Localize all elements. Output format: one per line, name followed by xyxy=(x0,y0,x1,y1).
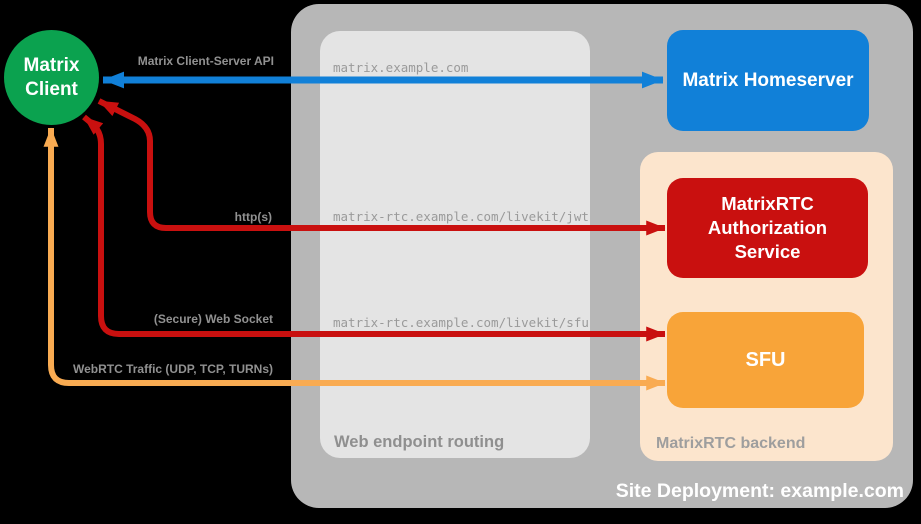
client-server-api-edge-label: Matrix Client-Server API xyxy=(137,54,274,68)
route-livekit-sfu: matrix-rtc.example.com/livekit/sfu xyxy=(333,315,589,330)
route-livekit-jwt: matrix-rtc.example.com/livekit/jwt xyxy=(333,209,589,224)
sfu-node: SFU xyxy=(667,312,864,408)
https-edge-label: http(s) xyxy=(234,210,272,224)
matrix-client-node: Matrix Client xyxy=(4,30,99,125)
matrix-homeserver-node: Matrix Homeserver xyxy=(667,30,869,131)
webrtc-traffic-arrow xyxy=(43,127,666,391)
site-deployment-label: Site Deployment: example.com xyxy=(615,480,904,502)
secure-websocket-edge-label: (Secure) Web Socket xyxy=(153,312,273,326)
web-endpoint-routing-label: Web endpoint routing xyxy=(334,433,505,451)
matrixrtc-backend-label: MatrixRTC backend xyxy=(656,435,806,452)
webrtc-traffic-edge-label: WebRTC Traffic (UDP, TCP, TURNs) xyxy=(72,362,273,376)
matrixrtc-authorization-service-node: MatrixRTC Authorization Service xyxy=(667,178,868,278)
route-matrix-example-com: matrix.example.com xyxy=(333,60,469,75)
